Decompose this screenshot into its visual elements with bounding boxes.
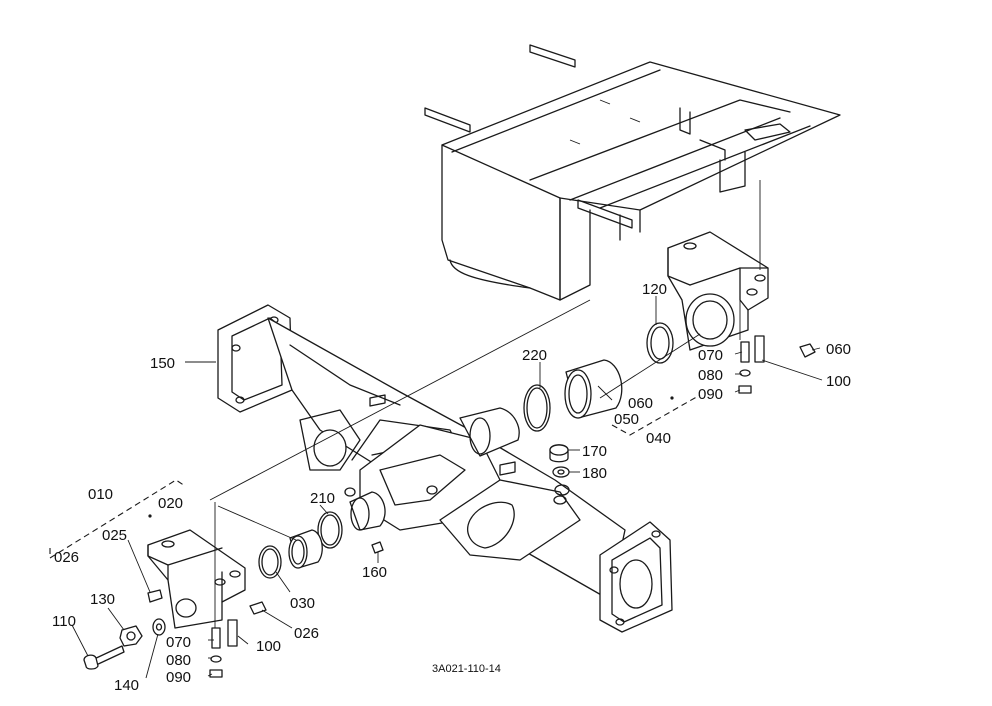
hardware: [83, 335, 816, 678]
label-080-left: 080: [166, 652, 191, 669]
label-025: 025: [102, 527, 127, 544]
label-110: 110: [52, 613, 76, 630]
label-220: 220: [522, 347, 547, 364]
tractor-frame: [424, 44, 841, 301]
label-210: 210: [310, 490, 335, 507]
label-090-right: 090: [698, 386, 723, 403]
label-100-right: 100: [826, 373, 851, 390]
label-150: 150: [150, 355, 175, 372]
label-060-mid: 060: [628, 395, 653, 412]
label-130: 130: [90, 591, 115, 608]
group-brackets: [49, 394, 701, 559]
assembly-axis-lines: [209, 180, 761, 628]
label-026-right: 026: [294, 625, 319, 642]
label-170: 170: [582, 443, 607, 460]
front-axle-housing: [217, 304, 673, 633]
label-060-top: 060: [826, 341, 851, 358]
label-050: 050: [614, 411, 639, 428]
label-160: 160: [362, 564, 387, 581]
leader-lines: [71, 296, 823, 679]
label-026-left: 026: [54, 549, 79, 566]
label-010: 010: [88, 486, 113, 503]
label-120: 120: [642, 281, 667, 298]
label-070-right: 070: [698, 347, 723, 364]
label-100-left: 100: [256, 638, 281, 655]
label-030: 030: [290, 595, 315, 612]
part-labels: 150 220 120 060 070 080 090 100 060 050 …: [52, 281, 851, 694]
label-020: 020: [158, 495, 183, 512]
bushings-orings: [258, 322, 674, 579]
label-040: 040: [646, 430, 671, 447]
right-bracket: [667, 231, 769, 351]
label-080-right: 080: [698, 367, 723, 384]
label-090-left: 090: [166, 669, 191, 686]
left-bracket: [147, 529, 246, 629]
label-140: 140: [114, 677, 139, 694]
drawing-code: 3A021-110-14: [432, 663, 501, 675]
label-070-left: 070: [166, 634, 191, 651]
label-180: 180: [582, 465, 607, 482]
